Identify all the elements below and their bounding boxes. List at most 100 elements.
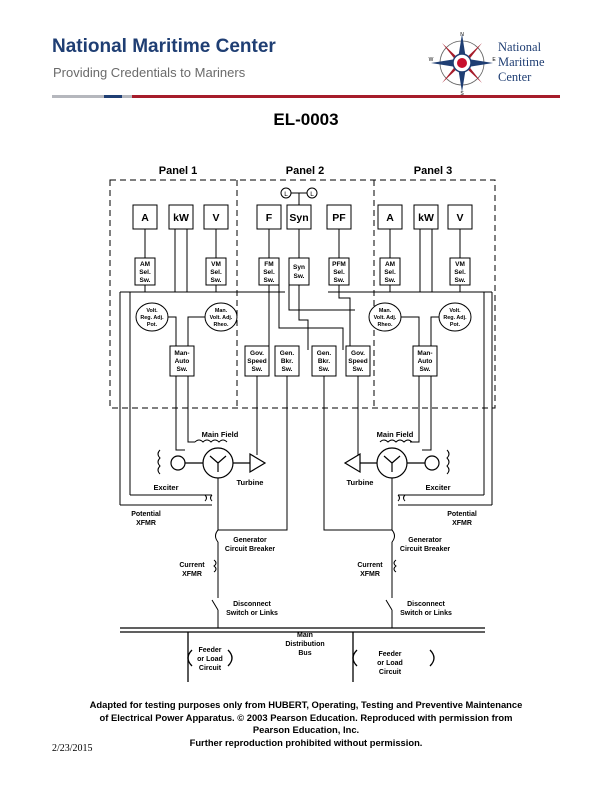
gov-speed-sw-left xyxy=(244,345,270,377)
credit-line-1: Adapted for testing purposes only from H… xyxy=(89,699,523,710)
disconnect-right xyxy=(385,570,393,628)
feeder-right-l1: Feeder xyxy=(379,651,402,658)
meter-p1-a xyxy=(132,204,158,230)
potential-left-l2: XFMR xyxy=(136,520,156,527)
current-left-l1: Current xyxy=(179,562,205,569)
field-coil-left xyxy=(194,439,228,443)
disconnect-left xyxy=(211,570,219,628)
generator-cb-right xyxy=(391,525,395,570)
header-title: National Maritime Center xyxy=(52,36,276,57)
feeder-right-l2: or Load xyxy=(377,660,403,667)
gov-speed-right-l3: Sw. xyxy=(353,366,364,373)
feeder-cb-mid-left xyxy=(227,649,233,667)
logo-line-1: National xyxy=(498,40,542,54)
compass-w: W xyxy=(429,57,434,63)
generator-cb-right-l2: Circuit Breaker xyxy=(400,546,450,553)
volt-reg-left-l2: Reg. Adj. xyxy=(140,315,164,321)
man-auto-sw-left xyxy=(169,345,195,377)
exciter-left xyxy=(170,455,186,471)
main-bus-l3: Bus xyxy=(298,650,311,657)
lamp-right-label: L xyxy=(310,191,314,198)
gov-speed-right-l1: Gov. xyxy=(351,350,365,357)
man-auto-sw-right xyxy=(412,345,438,377)
man-volt-left-l3: Rheo. xyxy=(214,322,229,328)
potential-right-l1: Potential xyxy=(447,511,477,518)
main-bus-l1: Main xyxy=(297,632,313,639)
main-field-left: Main Field xyxy=(202,430,239,439)
am-sel-sw-right-l1: AM xyxy=(385,261,395,268)
gov-speed-sw-right xyxy=(345,345,371,377)
main-field-right: Main Field xyxy=(377,430,414,439)
feeder-cb-left xyxy=(187,649,193,667)
gov-speed-left-l2: Speed xyxy=(247,358,267,365)
panel-1-title: Panel 1 xyxy=(159,165,198,177)
am-sel-sw-right-l2: Sel. xyxy=(384,269,396,276)
volt-reg-left-l3: Pot. xyxy=(147,322,158,328)
meter-p1-kw xyxy=(168,204,194,230)
current-right-l2: XFMR xyxy=(360,571,380,578)
potential-xfmr-left xyxy=(204,494,213,502)
generator-cb-left xyxy=(215,525,219,570)
feeder-right-l3: Circuit xyxy=(379,669,402,676)
man-volt-right-l1: Man. xyxy=(379,308,392,314)
disconnect-left-l1: Disconnect xyxy=(233,601,271,608)
current-xfmr-left xyxy=(213,559,217,573)
exciter-coil-left xyxy=(157,449,161,475)
syn-sw xyxy=(288,257,310,286)
exam-code: EL-0003 xyxy=(273,110,339,129)
compass-e: E xyxy=(492,57,496,63)
meter-p3-v-label: V xyxy=(456,212,463,224)
turbine-left xyxy=(249,452,267,474)
fm-sel-sw-l1: FM xyxy=(264,261,273,268)
vm-sel-sw-right-l3: Sw. xyxy=(455,277,466,284)
vm-sel-sw-left-l3: Sw. xyxy=(211,277,222,284)
meter-p1-a-label: A xyxy=(141,212,149,224)
am-sel-sw-left-l1: AM xyxy=(140,261,150,268)
volt-reg-right-l1: Volt. xyxy=(449,308,461,314)
lamp-left-label: L xyxy=(284,191,288,198)
meter-p3-kw xyxy=(413,204,439,230)
panel-3-title: Panel 3 xyxy=(414,165,453,177)
man-volt-left-l2: Volt. Adj. xyxy=(210,315,233,321)
man-auto-left-l1: Man- xyxy=(174,350,189,357)
exciter-right-label: Exciter xyxy=(425,483,450,492)
generator-control-diagram: Panel 1 Panel 2 Panel 3 L L A kW V F Syn… xyxy=(109,165,496,682)
gov-speed-left-l3: Sw. xyxy=(252,366,263,373)
man-auto-left-l3: Sw. xyxy=(177,366,188,373)
man-auto-right-l3: Sw. xyxy=(420,366,431,373)
main-bus-l2: Distribution xyxy=(285,641,324,648)
gen-bkr-left-l2: Bkr. xyxy=(281,358,293,365)
gen-bkr-right-l1: Gen. xyxy=(317,350,332,357)
header-subtitle: Providing Credentials to Mariners xyxy=(53,65,246,80)
meter-p3-v xyxy=(447,204,473,230)
potential-right-l2: XFMR xyxy=(452,520,472,527)
generator-cb-left-l2: Circuit Breaker xyxy=(225,546,275,553)
disconnect-right-l2: Switch or Links xyxy=(400,610,452,617)
header-rule-accent xyxy=(52,95,132,98)
header-rule-accent-dark xyxy=(104,95,122,98)
disconnect-right-l1: Disconnect xyxy=(407,601,445,608)
man-auto-right-l2: Auto xyxy=(418,358,433,365)
volt-reg-right-l3: Pot. xyxy=(450,322,461,328)
logo-line-2: Maritime xyxy=(498,55,545,69)
volt-reg-left-l1: Volt. xyxy=(146,308,158,314)
generator-cb-left-l1: Generator xyxy=(233,537,267,544)
meter-p2-pf-label: PF xyxy=(332,212,346,224)
logo-wordmark: National Maritime Center xyxy=(498,40,545,85)
generator-cb-right-l1: Generator xyxy=(408,537,442,544)
exciter-coil-right xyxy=(446,449,450,475)
feeder-cb-right xyxy=(429,649,435,667)
pfm-sel-sw-l2: Sel. xyxy=(333,269,345,276)
feeder-left-l2: or Load xyxy=(197,656,223,663)
gov-speed-left-l1: Gov. xyxy=(250,350,264,357)
man-auto-right-l1: Man- xyxy=(417,350,432,357)
gen-bkr-right-l3: Sw. xyxy=(319,366,330,373)
volt-reg-right-l2: Reg. Adj. xyxy=(443,315,467,321)
man-volt-right-l2: Volt. Adj. xyxy=(374,315,397,321)
gen-bkr-left-l3: Sw. xyxy=(282,366,293,373)
fm-sel-sw-l3: Sw. xyxy=(264,277,275,284)
syn-sw-l1: Syn xyxy=(293,264,305,271)
exciter-left-label: Exciter xyxy=(153,483,178,492)
vm-sel-sw-right-l1: VM xyxy=(455,261,465,268)
gov-speed-right-l2: Speed xyxy=(348,358,368,365)
